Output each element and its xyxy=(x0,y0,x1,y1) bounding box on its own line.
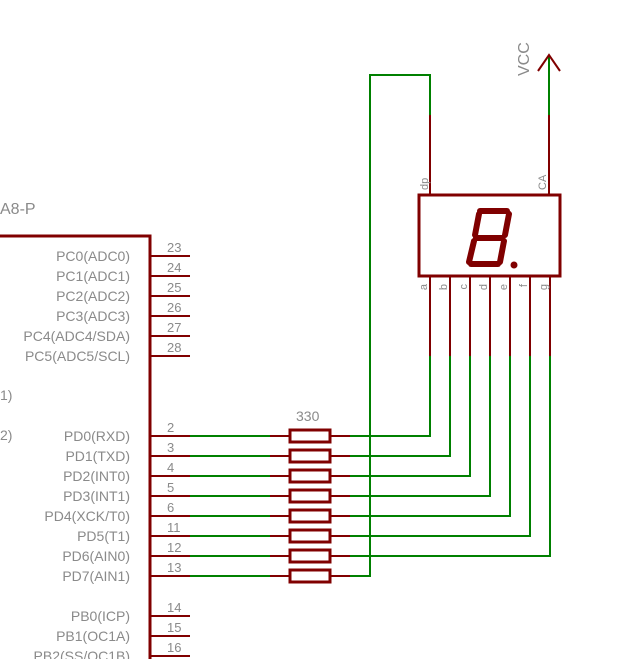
portb-pin-name: PB0(ICP) xyxy=(71,608,130,624)
resistor xyxy=(288,548,332,564)
portd-pin-number: 11 xyxy=(167,520,181,535)
resistor xyxy=(288,508,332,524)
portc-pin-name: PC1(ADC1) xyxy=(56,268,130,284)
segment-e xyxy=(466,238,477,265)
portc-pin-name: PC2(ADC2) xyxy=(56,288,130,304)
display-segment-label: e xyxy=(498,284,510,290)
portd-pin-number: 3 xyxy=(167,440,174,455)
resistor-array xyxy=(270,428,350,584)
resistor xyxy=(288,428,332,444)
display-segment-label: d xyxy=(478,284,490,290)
resistor xyxy=(288,468,332,484)
vcc-supply: VCC xyxy=(516,42,561,76)
mcu-part-label: A8-P xyxy=(0,201,36,218)
resistor xyxy=(288,528,332,544)
portc-pin-number: 28 xyxy=(167,340,181,355)
portd-pin-name: PD4(XCK/T0) xyxy=(44,508,130,524)
display-segment-label: b xyxy=(438,284,450,290)
portd-pin-name: PD7(AIN1) xyxy=(62,568,130,584)
portd-pin-name: PD0(RXD) xyxy=(64,428,130,444)
segment-dp xyxy=(510,261,518,269)
display-pin-ca-label: CA xyxy=(537,174,549,190)
portc-pin-number: 25 xyxy=(167,280,181,295)
portd-pin-number: 5 xyxy=(167,480,174,495)
display-segment-label: g xyxy=(538,284,550,290)
portb-pin-number: 14 xyxy=(167,600,181,615)
vcc-arrow-icon xyxy=(537,53,561,72)
mcu-pins: PC0(ADC0)23PC1(ADC1)24PC2(ADC2)25PC3(ADC… xyxy=(23,240,190,659)
portb-pin-name: PB1(OC1A) xyxy=(56,628,130,644)
mcu-body-outline xyxy=(0,234,152,659)
microcontroller: A8-P PC0(ADC0)23PC1(ADC1)24PC2(ADC2)25PC… xyxy=(0,201,190,659)
wire-segment-a xyxy=(350,356,431,437)
portc-pin-name: PC3(ADC3) xyxy=(56,308,130,324)
wire-dp-to-pd7 xyxy=(350,74,431,577)
portb-pin-name: PB2(SS/OC1B) xyxy=(34,648,130,659)
portb-pin-number: 15 xyxy=(167,620,181,635)
segment-c xyxy=(497,238,507,265)
seven-segment-display: dp CA a b c d e f g xyxy=(417,115,562,356)
portd-pin-number: 6 xyxy=(167,500,174,515)
portb-pin-number: 16 xyxy=(167,640,181,655)
resistor-value-label: 330 xyxy=(296,408,320,424)
wire-segment-c xyxy=(350,356,471,477)
resistor xyxy=(288,488,332,504)
mcu-left-fragment-2: 2) xyxy=(0,427,12,443)
segment-f xyxy=(472,211,482,238)
wire-segment-d xyxy=(350,356,491,497)
wire-segment-f xyxy=(350,356,531,537)
display-pin-dp-label: dp xyxy=(419,178,431,190)
portd-pin-name: PD2(INT0) xyxy=(63,468,130,484)
display-segment-labels: a b c d e f g xyxy=(418,283,550,290)
vcc-label: VCC xyxy=(516,42,533,76)
portd-pin-name: PD1(TXD) xyxy=(65,448,130,464)
portd-pin-number: 2 xyxy=(167,420,174,435)
portd-pin-name: PD6(AIN0) xyxy=(62,548,130,564)
wire-segment-e xyxy=(350,356,511,517)
portd-pin-number: 12 xyxy=(167,540,181,555)
portc-pin-number: 27 xyxy=(167,320,181,335)
portd-pin-name: PD5(T1) xyxy=(77,528,130,544)
display-segment-label: c xyxy=(458,284,470,290)
resistor xyxy=(288,568,332,584)
portc-pin-number: 26 xyxy=(167,300,181,315)
portc-pin-number: 23 xyxy=(167,240,181,255)
display-pins xyxy=(429,115,551,356)
portc-pin-number: 24 xyxy=(167,260,181,275)
wires xyxy=(190,56,551,577)
segment-b xyxy=(502,211,512,238)
resistor xyxy=(288,448,332,464)
portd-pin-number: 13 xyxy=(167,560,181,575)
portd-pin-number: 4 xyxy=(167,460,174,475)
digit-8-glyph xyxy=(466,208,518,269)
wire-segment-g xyxy=(350,356,551,557)
portc-pin-name: PC5(ADC5/SCL) xyxy=(25,348,130,364)
display-segment-label: a xyxy=(418,283,430,290)
portc-pin-name: PC0(ADC0) xyxy=(56,248,130,264)
display-segment-label: f xyxy=(518,283,530,287)
mcu-left-fragment-1: 1) xyxy=(0,387,12,403)
wire-segment-b xyxy=(350,356,451,457)
portc-pin-name: PC4(ADC4/SDA) xyxy=(23,328,130,344)
portd-pin-name: PD3(INT1) xyxy=(63,488,130,504)
